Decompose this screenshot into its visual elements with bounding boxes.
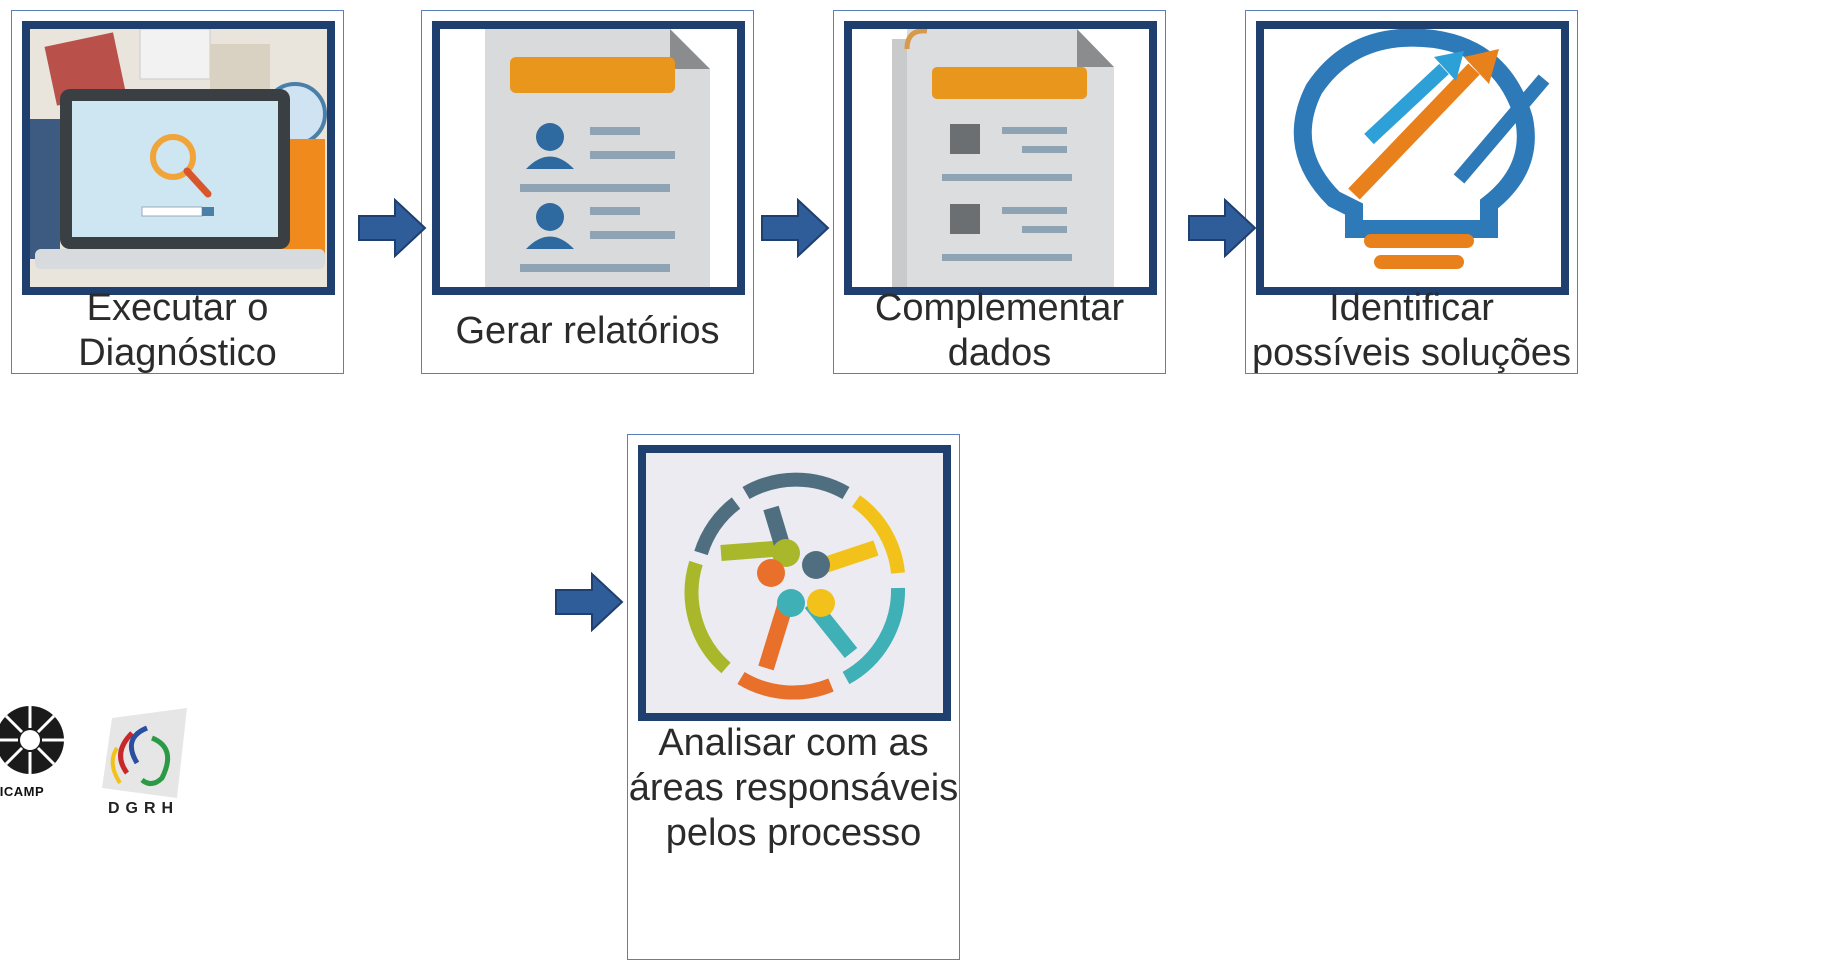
step-card-analisar: Analisar com as áreas responsáveis pelos… <box>627 434 960 960</box>
step-card-complementar: Complementar dados <box>833 10 1166 374</box>
caption-line: Gerar relatórios <box>455 309 720 352</box>
dgrh-wordmark: DGRH <box>108 800 180 817</box>
arrow-right-icon <box>358 198 427 258</box>
reports-document-image <box>432 21 745 295</box>
laptop-magnifier-icon <box>30 29 327 287</box>
arrow-right-icon <box>555 572 624 632</box>
dgrh-logo: DGRH <box>92 708 192 818</box>
step-caption-gerar: Gerar relatórios <box>422 295 753 367</box>
dgrh-emblem-icon <box>102 708 187 798</box>
arrow-right-icon <box>1188 198 1257 258</box>
lightbulb-image <box>1256 21 1569 295</box>
diagnostic-laptop-image <box>22 21 335 295</box>
caption-line: Analisar com as <box>658 722 929 764</box>
caption-line: Complementar <box>874 287 1125 329</box>
data-document-icon <box>852 29 1149 287</box>
data-document-image <box>844 21 1157 295</box>
caption-line: Executar o <box>86 287 269 329</box>
lightbulb-icon <box>1264 29 1561 287</box>
arrow-right-icon <box>761 198 830 258</box>
step-caption-executar: Executar o Diagnóstico <box>12 287 343 374</box>
teamwork-hands-icon <box>646 453 943 713</box>
unicamp-wordmark: UNICAMP <box>0 784 45 799</box>
caption-line: áreas responsáveis <box>628 767 959 809</box>
step-card-gerar: Gerar relatórios <box>421 10 754 374</box>
unicamp-seal-icon <box>0 706 64 774</box>
caption-line: possíveis soluções <box>1252 332 1571 374</box>
caption-line: Identificar <box>1329 287 1494 329</box>
step-caption-analisar: Analisar com as áreas responsáveis pelos… <box>628 721 959 953</box>
caption-line: Diagnóstico <box>78 332 277 374</box>
step-card-identificar: Identificar possíveis soluções <box>1245 10 1578 374</box>
report-document-icon <box>440 29 737 287</box>
caption-line: dados <box>947 332 1052 374</box>
unicamp-logo: UNICAMP <box>0 690 84 840</box>
step-caption-identificar: Identificar possíveis soluções <box>1246 287 1577 374</box>
teamwork-hands-image <box>638 445 951 721</box>
step-caption-complementar: Complementar dados <box>834 287 1165 374</box>
caption-line: pelos processo <box>665 812 922 854</box>
step-card-executar: Executar o Diagnóstico <box>11 10 344 374</box>
